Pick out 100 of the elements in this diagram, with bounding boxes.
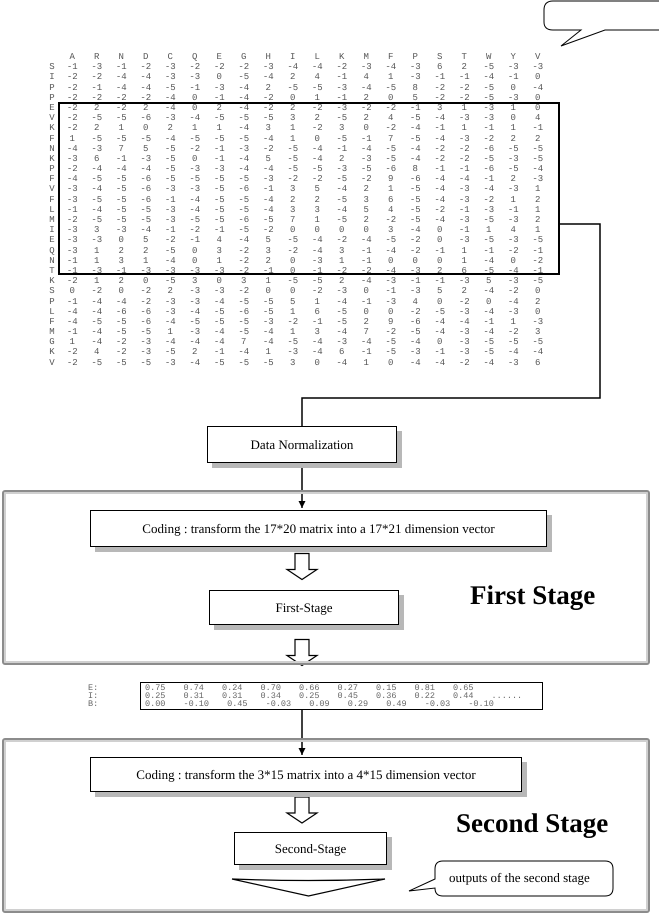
matrix-value: -2 <box>458 358 471 368</box>
matrix-value: -5 <box>531 337 544 348</box>
matrix-value: -1 <box>66 204 79 215</box>
matrix-value: -5 <box>139 215 152 226</box>
matrix-value: 1 <box>510 316 517 328</box>
matrix-value: -4 <box>164 134 177 144</box>
matrix-value: -4 <box>262 134 275 144</box>
matrix-value: -1 <box>212 144 226 154</box>
matrix-value: -4 <box>90 306 104 317</box>
matrix-value: -2 <box>458 92 471 103</box>
matrix-value: -5 <box>408 134 422 144</box>
matrix-value: -5 <box>531 235 544 246</box>
matrix-value: -3 <box>90 266 104 276</box>
matrix-value: -3 <box>458 113 471 124</box>
matrix-value: -4 <box>188 306 202 317</box>
row-label: L <box>48 204 56 215</box>
matrix-value: -2 <box>335 235 348 246</box>
vector-box <box>140 682 543 710</box>
matrix-value: -6 <box>139 316 152 328</box>
matrix-value: -5 <box>212 194 226 205</box>
matrix-value: -4 <box>433 194 446 205</box>
matrix-value: -2 <box>66 358 79 368</box>
matrix-value: -2 <box>262 102 275 114</box>
matrix-value: -5 <box>286 235 300 246</box>
matrix-value: 3 <box>93 225 100 236</box>
row-label: F <box>48 134 56 144</box>
matrix-value: -4 <box>433 134 446 144</box>
matrix-value: 1 <box>460 102 468 114</box>
matrix-value: -6 <box>237 215 250 226</box>
matrix-value: -4 <box>66 144 79 154</box>
matrix-value: -2 <box>310 102 324 114</box>
matrix-value: 2 <box>510 174 517 184</box>
matrix-value: 1 <box>216 123 223 134</box>
row-label: K <box>48 347 56 358</box>
matrix-value: 0 <box>289 266 296 276</box>
matrix-value: -5 <box>237 194 250 205</box>
row-label: V <box>48 358 56 368</box>
matrix-value: -1 <box>433 164 446 174</box>
matrix-value: 3 <box>191 276 198 286</box>
matrix-value: 0 <box>289 225 296 236</box>
matrix-value: -4 <box>360 235 373 246</box>
matrix-value: 8 <box>412 82 419 93</box>
matrix-value: -3 <box>531 62 544 72</box>
matrix-value: 2 <box>142 246 150 256</box>
matrix-value: 1 <box>485 225 492 236</box>
matrix-value: 3 <box>264 246 272 256</box>
row-label: K <box>48 276 56 286</box>
matrix-value: -4 <box>188 113 202 124</box>
matrix-value: 2 <box>289 102 296 114</box>
matrix-value: 0 <box>387 306 394 317</box>
matrix-value: -5 <box>286 164 300 174</box>
matrix-value: 2 <box>166 123 174 134</box>
matrix-value: -5 <box>237 225 250 236</box>
matrix-value: -3 <box>90 62 104 72</box>
matrix-value: -2 <box>458 154 471 164</box>
matrix-value: -5 <box>212 113 226 124</box>
matrix-value: -1 <box>310 316 324 328</box>
matrix-value: -5 <box>164 276 177 286</box>
matrix-value: -5 <box>482 215 496 226</box>
matrix-value: -5 <box>433 306 446 317</box>
matrix-value: 3 <box>436 102 444 114</box>
matrix-value: -3 <box>531 174 544 184</box>
matrix-value: -2 <box>237 256 250 266</box>
matrix-value: -4 <box>482 72 496 83</box>
matrix-value: -3 <box>384 296 398 307</box>
matrix-value: -2 <box>212 62 226 72</box>
matrix-value: -4 <box>310 144 324 154</box>
matrix-value: -3 <box>335 337 348 348</box>
matrix-value: -1 <box>164 194 177 205</box>
matrix-value: 1 <box>314 296 321 307</box>
column-header: Q <box>191 52 198 62</box>
row-label: P <box>48 92 56 103</box>
matrix-value: -2 <box>164 235 177 246</box>
matrix-value: -1 <box>212 154 226 164</box>
matrix-value: 4 <box>534 113 542 124</box>
matrix-value: -5 <box>90 174 104 184</box>
matrix-value: -6 <box>139 184 152 195</box>
matrix-value: -4 <box>262 194 275 205</box>
matrix-value: -4 <box>310 62 324 72</box>
row-label: P <box>48 296 56 307</box>
matrix-value: -5 <box>114 194 128 205</box>
matrix-value: 0 <box>534 306 542 317</box>
matrix-value: -5 <box>286 276 300 286</box>
selection-frame <box>58 102 560 275</box>
matrix-value: -3 <box>506 184 520 195</box>
matrix-value: -5 <box>482 266 496 276</box>
matrix-value: -1 <box>212 225 226 236</box>
matrix-value: -5 <box>188 316 202 328</box>
matrix-value: 2 <box>314 113 321 124</box>
matrix-value: -2 <box>66 215 79 226</box>
row-label: V <box>48 113 56 124</box>
matrix-value: 5 <box>362 204 370 215</box>
matrix-value: -1 <box>66 296 79 307</box>
matrix-value: 1 <box>289 134 296 144</box>
matrix-value: 2 <box>362 113 370 124</box>
matrix-value: -3 <box>506 62 520 72</box>
matrix-value: -5 <box>139 327 152 338</box>
matrix-value: 0 <box>264 286 272 296</box>
matrix-value: -3 <box>164 72 177 83</box>
matrix-value: -5 <box>212 358 226 368</box>
